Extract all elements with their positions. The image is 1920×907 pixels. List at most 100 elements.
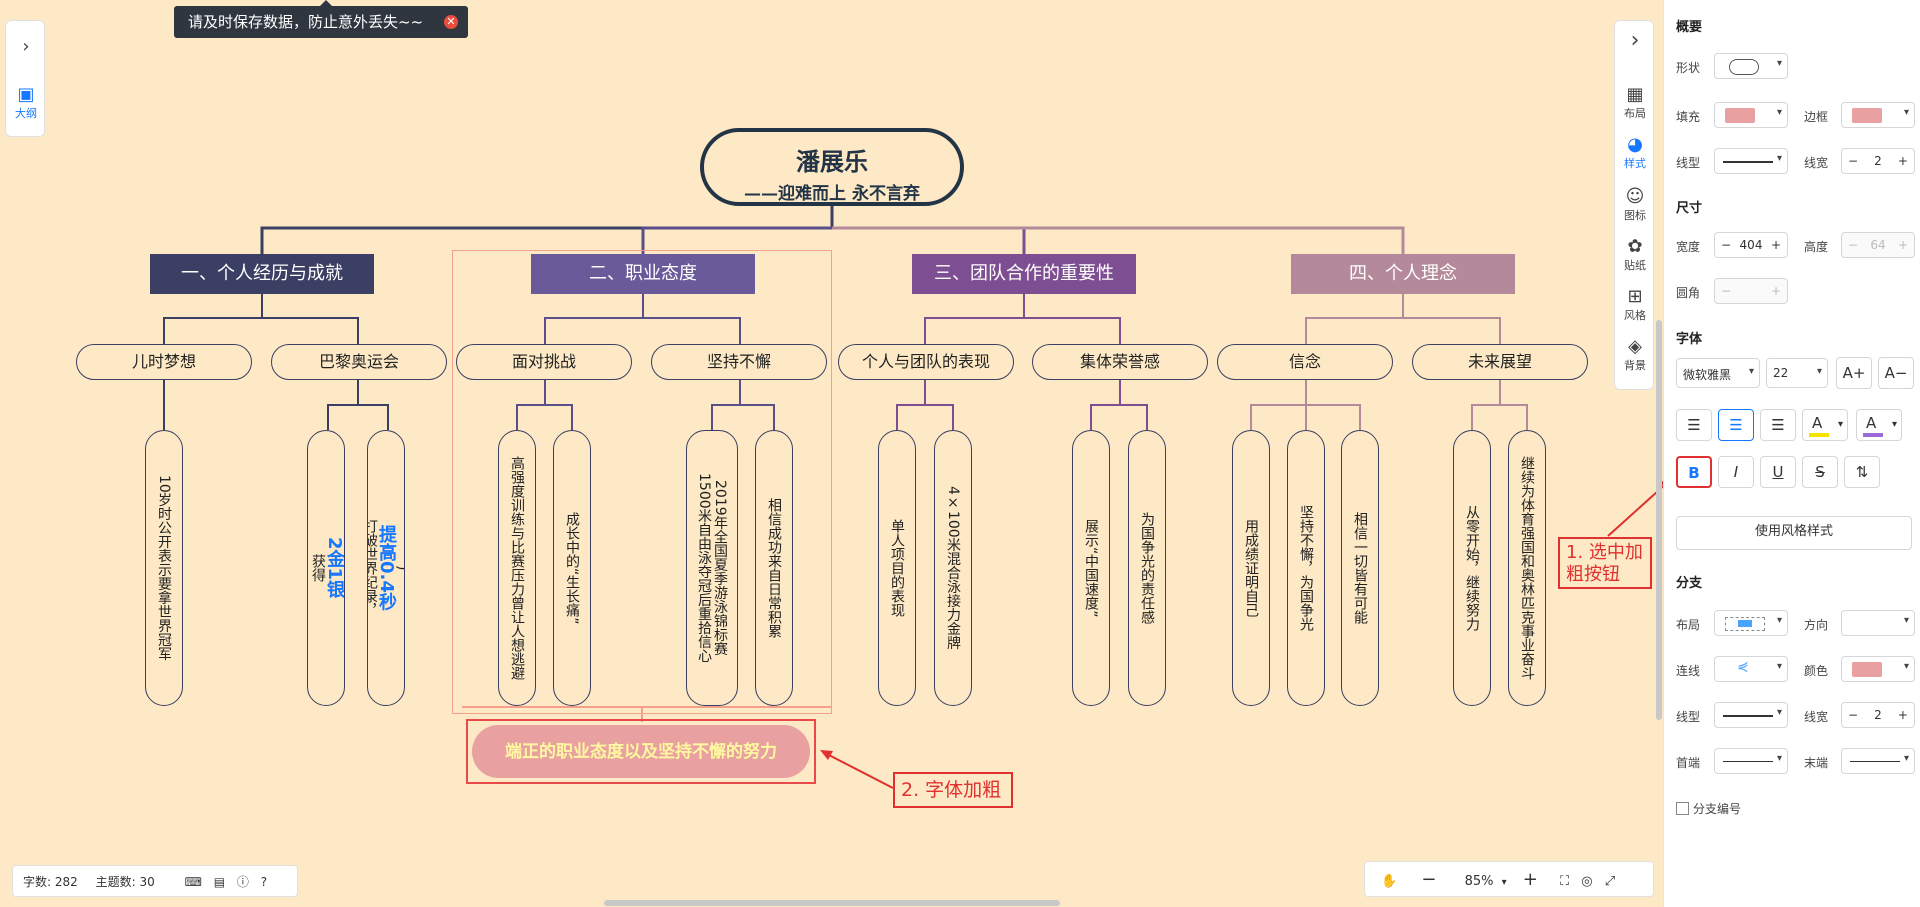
minus-icon[interactable]: − xyxy=(1848,708,1859,722)
outline-button[interactable]: ▣ 大纲 xyxy=(6,85,46,121)
minus-icon[interactable]: − xyxy=(1721,238,1732,252)
linetype-select[interactable]: ▾ xyxy=(1714,148,1788,174)
toolbar-label: 图标 xyxy=(1624,209,1646,222)
chevron-down-icon[interactable]: ▾ xyxy=(1501,877,1507,888)
align-center-icon: ☰ xyxy=(1729,416,1743,434)
chevron-right-icon[interactable]: › xyxy=(1630,28,1640,53)
branch-layout-select[interactable]: ▾ xyxy=(1714,610,1788,636)
subtopic[interactable]: 儿时梦想 xyxy=(76,344,252,380)
horizontal-scrollbar[interactable] xyxy=(604,900,1060,906)
align-left-button[interactable]: ☰ xyxy=(1676,409,1712,441)
branch-number-option[interactable]: 分支编号 xyxy=(1676,800,1741,817)
fullscreen-icon[interactable]: ⤢ xyxy=(1604,874,1616,889)
subtopic[interactable]: 坚持不懈 xyxy=(651,344,827,380)
leaf-topic[interactable]: 成长中的“生长痛” xyxy=(553,430,591,706)
locate-icon[interactable]: ◎ xyxy=(1581,874,1593,889)
subtopic[interactable]: 信念 xyxy=(1217,344,1393,380)
font-size-select[interactable]: 22▾ xyxy=(1766,358,1828,388)
leaf-topic[interactable]: 为国争光的责任感 xyxy=(1128,430,1166,706)
hand-icon[interactable]: ✋ xyxy=(1381,874,1398,889)
keyboard-icon[interactable]: ⌨ xyxy=(184,875,202,889)
main-topic[interactable]: 四、个人理念 xyxy=(1291,254,1515,294)
main-topic[interactable]: 二、职业态度 xyxy=(531,254,755,294)
branch-linewidth-stepper[interactable]: −2+ xyxy=(1841,702,1915,728)
chevron-down-icon: ▾ xyxy=(1903,107,1909,118)
leaf-topic[interactable]: 继续为体育强国和奥林匹克事业奋斗 xyxy=(1508,430,1546,706)
branch-color-select[interactable]: ▾ xyxy=(1841,656,1915,682)
help-icon[interactable]: ? xyxy=(260,875,268,889)
leaf-topic[interactable]: 高强度训练与比赛压力曾让人想逃避 xyxy=(498,430,536,706)
fit-screen-icon[interactable]: ⛶ xyxy=(1560,874,1570,889)
close-icon[interactable]: ✕ xyxy=(444,15,458,29)
tail-select[interactable]: ▾ xyxy=(1841,748,1915,774)
icon-button[interactable]: ☺ 图标 xyxy=(1615,187,1655,223)
leaf-topic[interactable]: 坚持不懈，为国争光 xyxy=(1287,430,1325,706)
sticker-button[interactable]: ✿贴纸 xyxy=(1615,237,1655,273)
info-icon[interactable]: ⓘ xyxy=(236,875,249,889)
emoji-icon: ☺ xyxy=(1625,186,1645,207)
plus-icon[interactable]: + xyxy=(1897,708,1908,722)
zoom-in-button[interactable]: + xyxy=(1522,869,1538,890)
leaf-topic[interactable]: 从零开始，继续努力 xyxy=(1453,430,1491,706)
width-stepper[interactable]: −404+ xyxy=(1714,232,1788,258)
line-height-button[interactable]: ⇅ xyxy=(1844,456,1880,488)
align-center-button[interactable]: ☰ xyxy=(1718,409,1754,441)
linewidth-stepper[interactable]: −2+ xyxy=(1841,148,1915,174)
outline-view-icon[interactable]: ▤ xyxy=(213,875,226,889)
main-topic[interactable]: 三、团队合作的重要性 xyxy=(912,254,1136,294)
direction-select[interactable]: ▾ xyxy=(1841,610,1915,636)
leaf-topic[interactable]: 4×100米混合泳接力金牌 xyxy=(934,430,972,706)
bold-button[interactable]: B xyxy=(1676,456,1712,488)
layout-button[interactable]: ▦布局 xyxy=(1615,85,1655,121)
chevron-right-icon[interactable]: › xyxy=(22,36,30,57)
connector-select[interactable]: ⋞▾ xyxy=(1714,656,1788,682)
increase-font-button[interactable]: A+ xyxy=(1836,357,1872,389)
fill-color-select[interactable]: ▾ xyxy=(1714,102,1788,128)
minus-icon[interactable]: − xyxy=(1848,154,1859,168)
shape-select[interactable]: ▾ xyxy=(1714,53,1788,79)
leaf-topic[interactable]: 相信成功来自日常积累 xyxy=(755,430,793,706)
subtopic[interactable]: 巴黎奥运会 xyxy=(271,344,447,380)
branch-number-checkbox[interactable] xyxy=(1676,802,1689,815)
strikethrough-button[interactable]: S xyxy=(1802,456,1838,488)
background-button[interactable]: ◈背景 xyxy=(1615,337,1655,373)
branch-linetype-label: 线型 xyxy=(1676,710,1701,724)
leaf-topic[interactable]: 10岁时公开表示要拿世界冠军 xyxy=(145,430,183,706)
leaf-topic[interactable]: 打破世界纪录，提高0.4秒) xyxy=(367,430,405,706)
vertical-scrollbar[interactable] xyxy=(1656,320,1662,720)
text-bg-color-button[interactable]: A▾ xyxy=(1856,409,1902,441)
mindmap-canvas[interactable]: 请及时保存数据，防止意外丢失~~ ✕ › ▣ 大纲 潘展乐 ——迎难而上 永不言… xyxy=(0,0,1663,907)
font-family-select[interactable]: 微软雅黑▾ xyxy=(1676,358,1760,388)
theme-button[interactable]: ⊞风格 xyxy=(1615,287,1655,323)
plus-icon[interactable]: + xyxy=(1897,154,1908,168)
branch-layout-label: 布局 xyxy=(1676,618,1701,632)
leaf-topic[interactable]: 单人项目的表现 xyxy=(878,430,916,706)
branch-linetype-select[interactable]: ▾ xyxy=(1714,702,1788,728)
subtopic[interactable]: 集体荣誉感 xyxy=(1032,344,1208,380)
leaf-topic[interactable]: 相信一切皆有可能 xyxy=(1341,430,1379,706)
subtopic[interactable]: 个人与团队的表现 xyxy=(838,344,1014,380)
toolbar-label: 布局 xyxy=(1624,107,1646,120)
leaf-text: 2019年全国夏季游泳锦标赛 xyxy=(712,480,728,656)
summary-topic[interactable]: 端正的职业态度以及坚持不懈的努力 xyxy=(466,719,816,784)
leaf-topic[interactable]: 用成绩证明自己 xyxy=(1232,430,1270,706)
plus-icon[interactable]: + xyxy=(1770,238,1781,252)
subtopic[interactable]: 面对挑战 xyxy=(456,344,632,380)
main-topic[interactable]: 一、个人经历与成就 xyxy=(150,254,374,294)
leaf-topic[interactable]: 展示“中国速度” xyxy=(1072,430,1110,706)
italic-button[interactable]: I xyxy=(1718,456,1754,488)
subtopic[interactable]: 未来展望 xyxy=(1412,344,1588,380)
root-topic[interactable]: 潘展乐 ——迎难而上 永不言弃 xyxy=(700,128,964,206)
text-color-button[interactable]: A▾ xyxy=(1802,409,1848,441)
decrease-font-button[interactable]: A− xyxy=(1878,357,1914,389)
align-right-button[interactable]: ☰ xyxy=(1760,409,1796,441)
zoom-level[interactable]: 85% xyxy=(1464,874,1494,889)
style-button[interactable]: ◕样式 xyxy=(1615,135,1655,171)
head-select[interactable]: ▾ xyxy=(1714,748,1788,774)
border-color-select[interactable]: ▾ xyxy=(1841,102,1915,128)
underline-button[interactable]: U xyxy=(1760,456,1796,488)
zoom-out-button[interactable]: − xyxy=(1421,869,1437,890)
use-style-button[interactable]: 使用风格样式 xyxy=(1676,516,1912,550)
